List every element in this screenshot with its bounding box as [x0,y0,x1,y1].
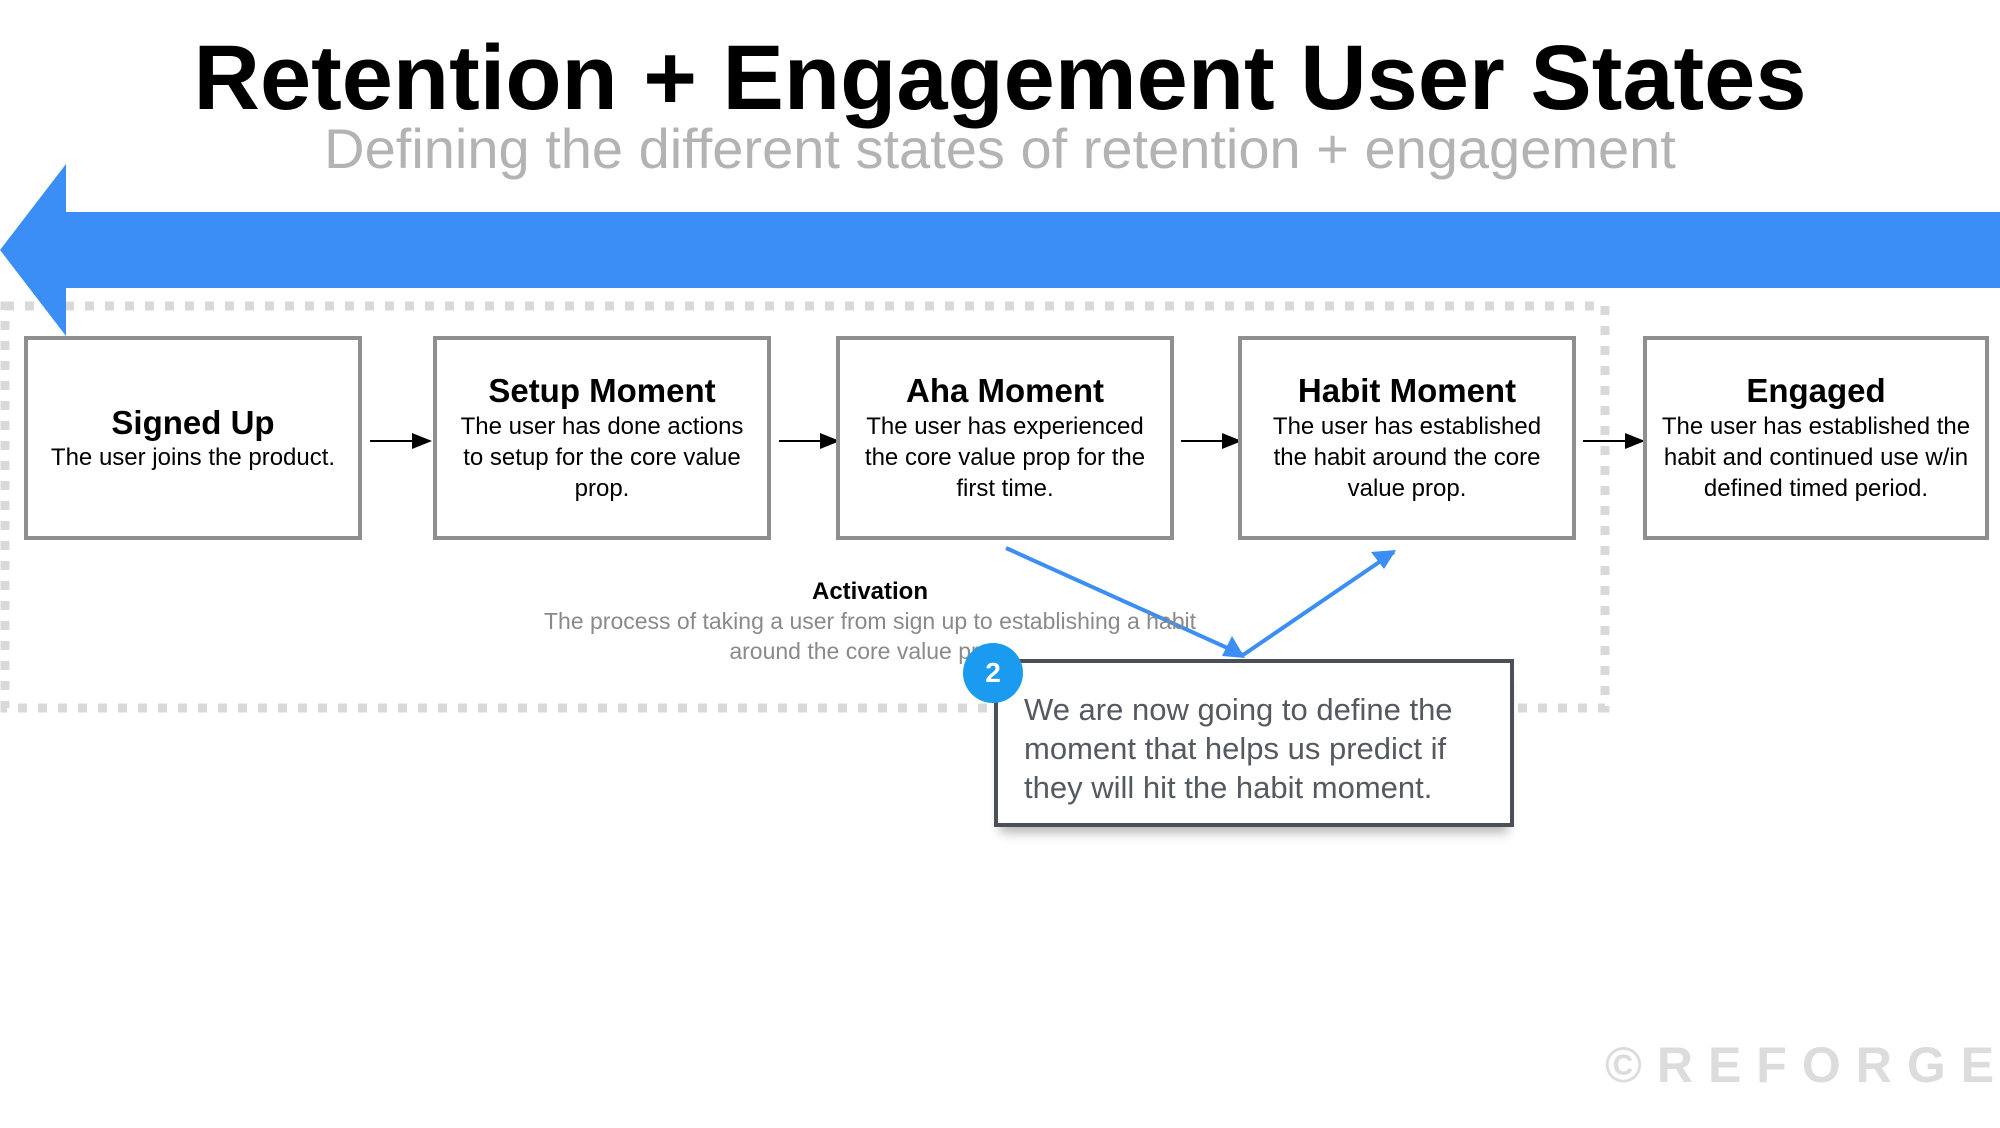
state-title: Setup Moment [488,372,716,410]
state-title: Habit Moment [1297,372,1517,410]
state-description: The user has established the habit aroun… [1272,413,1542,503]
state-box-engaged: Engaged The user has established the hab… [1643,336,1989,540]
activation-label: Activation The process of taking a user … [470,576,1270,667]
callout-pointer-head-down [1222,636,1245,658]
state-box-habit-moment: Habit Moment The user has established th… [1238,336,1576,540]
callout-box: We are now going to define the moment th… [994,659,1514,827]
state-description: The user has established the habit and c… [1661,413,1971,503]
callout-pointer [1005,546,1396,657]
activation-title: Activation [811,578,928,605]
state-description: The user joins the product. [50,444,336,472]
state-box-aha-moment: Aha Moment The user has experienced the … [836,336,1174,540]
state-box-setup-moment: Setup Moment The user has done actions t… [433,336,771,540]
reforge-logo: ©REFORGE [1605,1037,2000,1093]
page-subtitle: Defining the different states of retenti… [324,117,1676,180]
callout-text: We are now going to define the moment th… [1024,692,1453,805]
state-title: Engaged [1746,372,1886,410]
state-title: Signed Up [111,403,275,441]
state-title: Aha Moment [906,372,1104,410]
page-title: Retention + Engagement User States [193,27,1807,129]
state-description: The user has experienced the core value … [864,413,1146,503]
activation-description: The process of taking a user from sign u… [543,608,1197,665]
callout-pointer-head-up [1371,550,1396,569]
state-description: The user has done actions to setup for t… [460,413,744,503]
timeline-arrow [0,164,2000,336]
activation-region [0,301,1610,713]
step-badge: 2 [963,643,1023,703]
state-box-signed-up: Signed Up The user joins the product. [24,336,362,540]
